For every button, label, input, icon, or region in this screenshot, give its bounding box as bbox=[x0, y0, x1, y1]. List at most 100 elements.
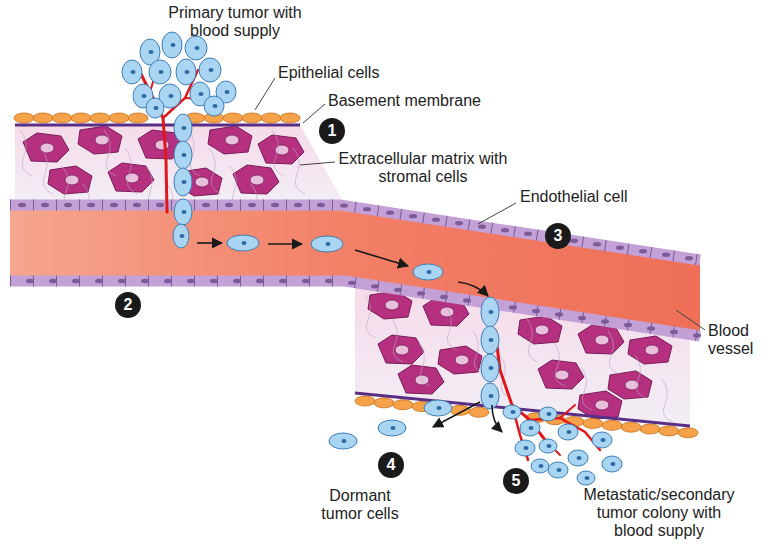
tumor-cell bbox=[539, 439, 557, 453]
endothelial-nucleus bbox=[340, 203, 348, 207]
endothelial-nucleus bbox=[478, 224, 486, 228]
endothelial-nucleus bbox=[570, 239, 578, 243]
stromal-nucleus bbox=[195, 177, 209, 187]
fiber bbox=[104, 130, 116, 176]
tumor-nucleus bbox=[539, 464, 544, 468]
endothelial-nucleus bbox=[133, 203, 141, 207]
endothelial-nucleus bbox=[279, 279, 287, 283]
endothelial-nucleus bbox=[455, 221, 463, 225]
endothelial-nucleus bbox=[639, 249, 647, 253]
tumor-nucleus bbox=[437, 406, 442, 410]
endothelial-nucleus bbox=[616, 246, 624, 250]
part-label: Epithelial cells bbox=[278, 64, 418, 82]
stromal-cell bbox=[233, 165, 279, 194]
fiber bbox=[41, 148, 53, 194]
epithelial-cell bbox=[71, 113, 91, 123]
epithelial-cells bbox=[14, 113, 698, 438]
tumor-nucleus bbox=[567, 430, 572, 434]
stromal-nucleus bbox=[595, 400, 609, 410]
tumor-cell bbox=[515, 440, 535, 456]
stromal-nucleus bbox=[95, 135, 109, 145]
tumor-nucleus bbox=[225, 90, 230, 94]
tumor-nucleus bbox=[611, 462, 616, 466]
epithelial-cell bbox=[659, 426, 679, 436]
tumor-cell bbox=[176, 59, 196, 85]
fiber bbox=[635, 355, 646, 398]
tumor-nucleus bbox=[391, 426, 396, 430]
fiber bbox=[554, 343, 565, 386]
endothelial-nucleus bbox=[371, 284, 379, 288]
stromal-cell bbox=[538, 360, 584, 389]
endothelial-nucleus bbox=[164, 279, 172, 283]
tumor-cell bbox=[558, 424, 578, 440]
tumor-nucleus bbox=[142, 94, 147, 98]
endothelial-nucleus bbox=[41, 203, 49, 207]
endothelial-nucleus bbox=[685, 256, 693, 260]
part-label: Metastatic/secondary tumor colony with b… bbox=[578, 486, 740, 540]
tumor-nucleus bbox=[342, 439, 347, 443]
tumor-nucleus bbox=[185, 70, 190, 74]
tumor-nucleus bbox=[557, 468, 562, 472]
epithelial-cell bbox=[374, 398, 394, 408]
basement-membrane bbox=[355, 393, 690, 426]
stromal-cell bbox=[378, 335, 424, 364]
tumor-nucleus bbox=[601, 438, 606, 442]
endothelial-nucleus bbox=[501, 228, 509, 232]
callout-number: 4 bbox=[378, 452, 404, 478]
tumor-cell bbox=[199, 58, 221, 82]
epithelial-cell bbox=[280, 113, 300, 123]
endothelium-top bbox=[10, 205, 700, 260]
endothelial-nucleus bbox=[256, 279, 264, 283]
endothelial-nucleus bbox=[670, 330, 678, 334]
endothelial-nucleus bbox=[578, 316, 586, 320]
endothelial-nucleus bbox=[662, 253, 670, 257]
stromal-nucleus bbox=[395, 345, 409, 355]
fiber bbox=[446, 307, 457, 350]
endothelial-nucleus bbox=[18, 203, 26, 207]
tumor-cell bbox=[602, 456, 622, 472]
epithelial-cell bbox=[640, 424, 660, 434]
leader-lines bbox=[255, 78, 705, 330]
tumor-nucleus bbox=[489, 338, 494, 342]
tumor-cell bbox=[329, 433, 357, 449]
endothelial-nucleus bbox=[210, 279, 218, 283]
movement-arrows bbox=[197, 243, 502, 432]
fiber bbox=[608, 331, 619, 374]
stromal-nucleus bbox=[455, 355, 469, 365]
tumor-cell bbox=[539, 407, 557, 421]
tumor-cell bbox=[173, 224, 189, 248]
stromal-cell bbox=[578, 325, 624, 354]
stromal-cell bbox=[48, 166, 92, 194]
tumor-cell bbox=[149, 60, 171, 84]
tumor-cells bbox=[122, 32, 622, 485]
endothelial-nucleus bbox=[417, 291, 425, 295]
stromal-cell bbox=[438, 346, 482, 374]
part-label: Blood vessel bbox=[708, 322, 774, 358]
endothelial-nucleus bbox=[348, 281, 356, 285]
tumor-nucleus bbox=[199, 92, 204, 96]
endothelial-nucleus bbox=[233, 279, 241, 283]
stromal-nucleus bbox=[250, 175, 264, 185]
stromal-nucleus bbox=[625, 380, 639, 390]
tumor-nucleus bbox=[524, 446, 529, 450]
stromal-nucleus bbox=[40, 143, 54, 153]
endothelial-nucleus bbox=[532, 309, 540, 313]
endothelial-nucleus bbox=[363, 207, 371, 211]
endothelial-nucleus bbox=[72, 279, 80, 283]
endothelial-nucleus bbox=[87, 203, 95, 207]
fiber bbox=[125, 148, 137, 194]
endothelial-nucleus bbox=[394, 288, 402, 292]
tumor-nucleus bbox=[577, 456, 582, 460]
endothelial-nucleus bbox=[693, 333, 701, 337]
blood-supply bbox=[140, 65, 600, 460]
fiber bbox=[365, 295, 376, 338]
epithelial-cell bbox=[583, 418, 603, 428]
tumor-cell bbox=[548, 462, 568, 478]
tumor-nucleus bbox=[529, 426, 534, 430]
part-label: Extracellular matrix with stromal cells bbox=[338, 150, 508, 186]
endothelium-bottom bbox=[10, 281, 700, 336]
tumor-nucleus bbox=[182, 126, 187, 130]
stromal-cell bbox=[628, 336, 672, 364]
endothelial-nucleus bbox=[302, 279, 310, 283]
epithelial-cell bbox=[223, 113, 243, 123]
